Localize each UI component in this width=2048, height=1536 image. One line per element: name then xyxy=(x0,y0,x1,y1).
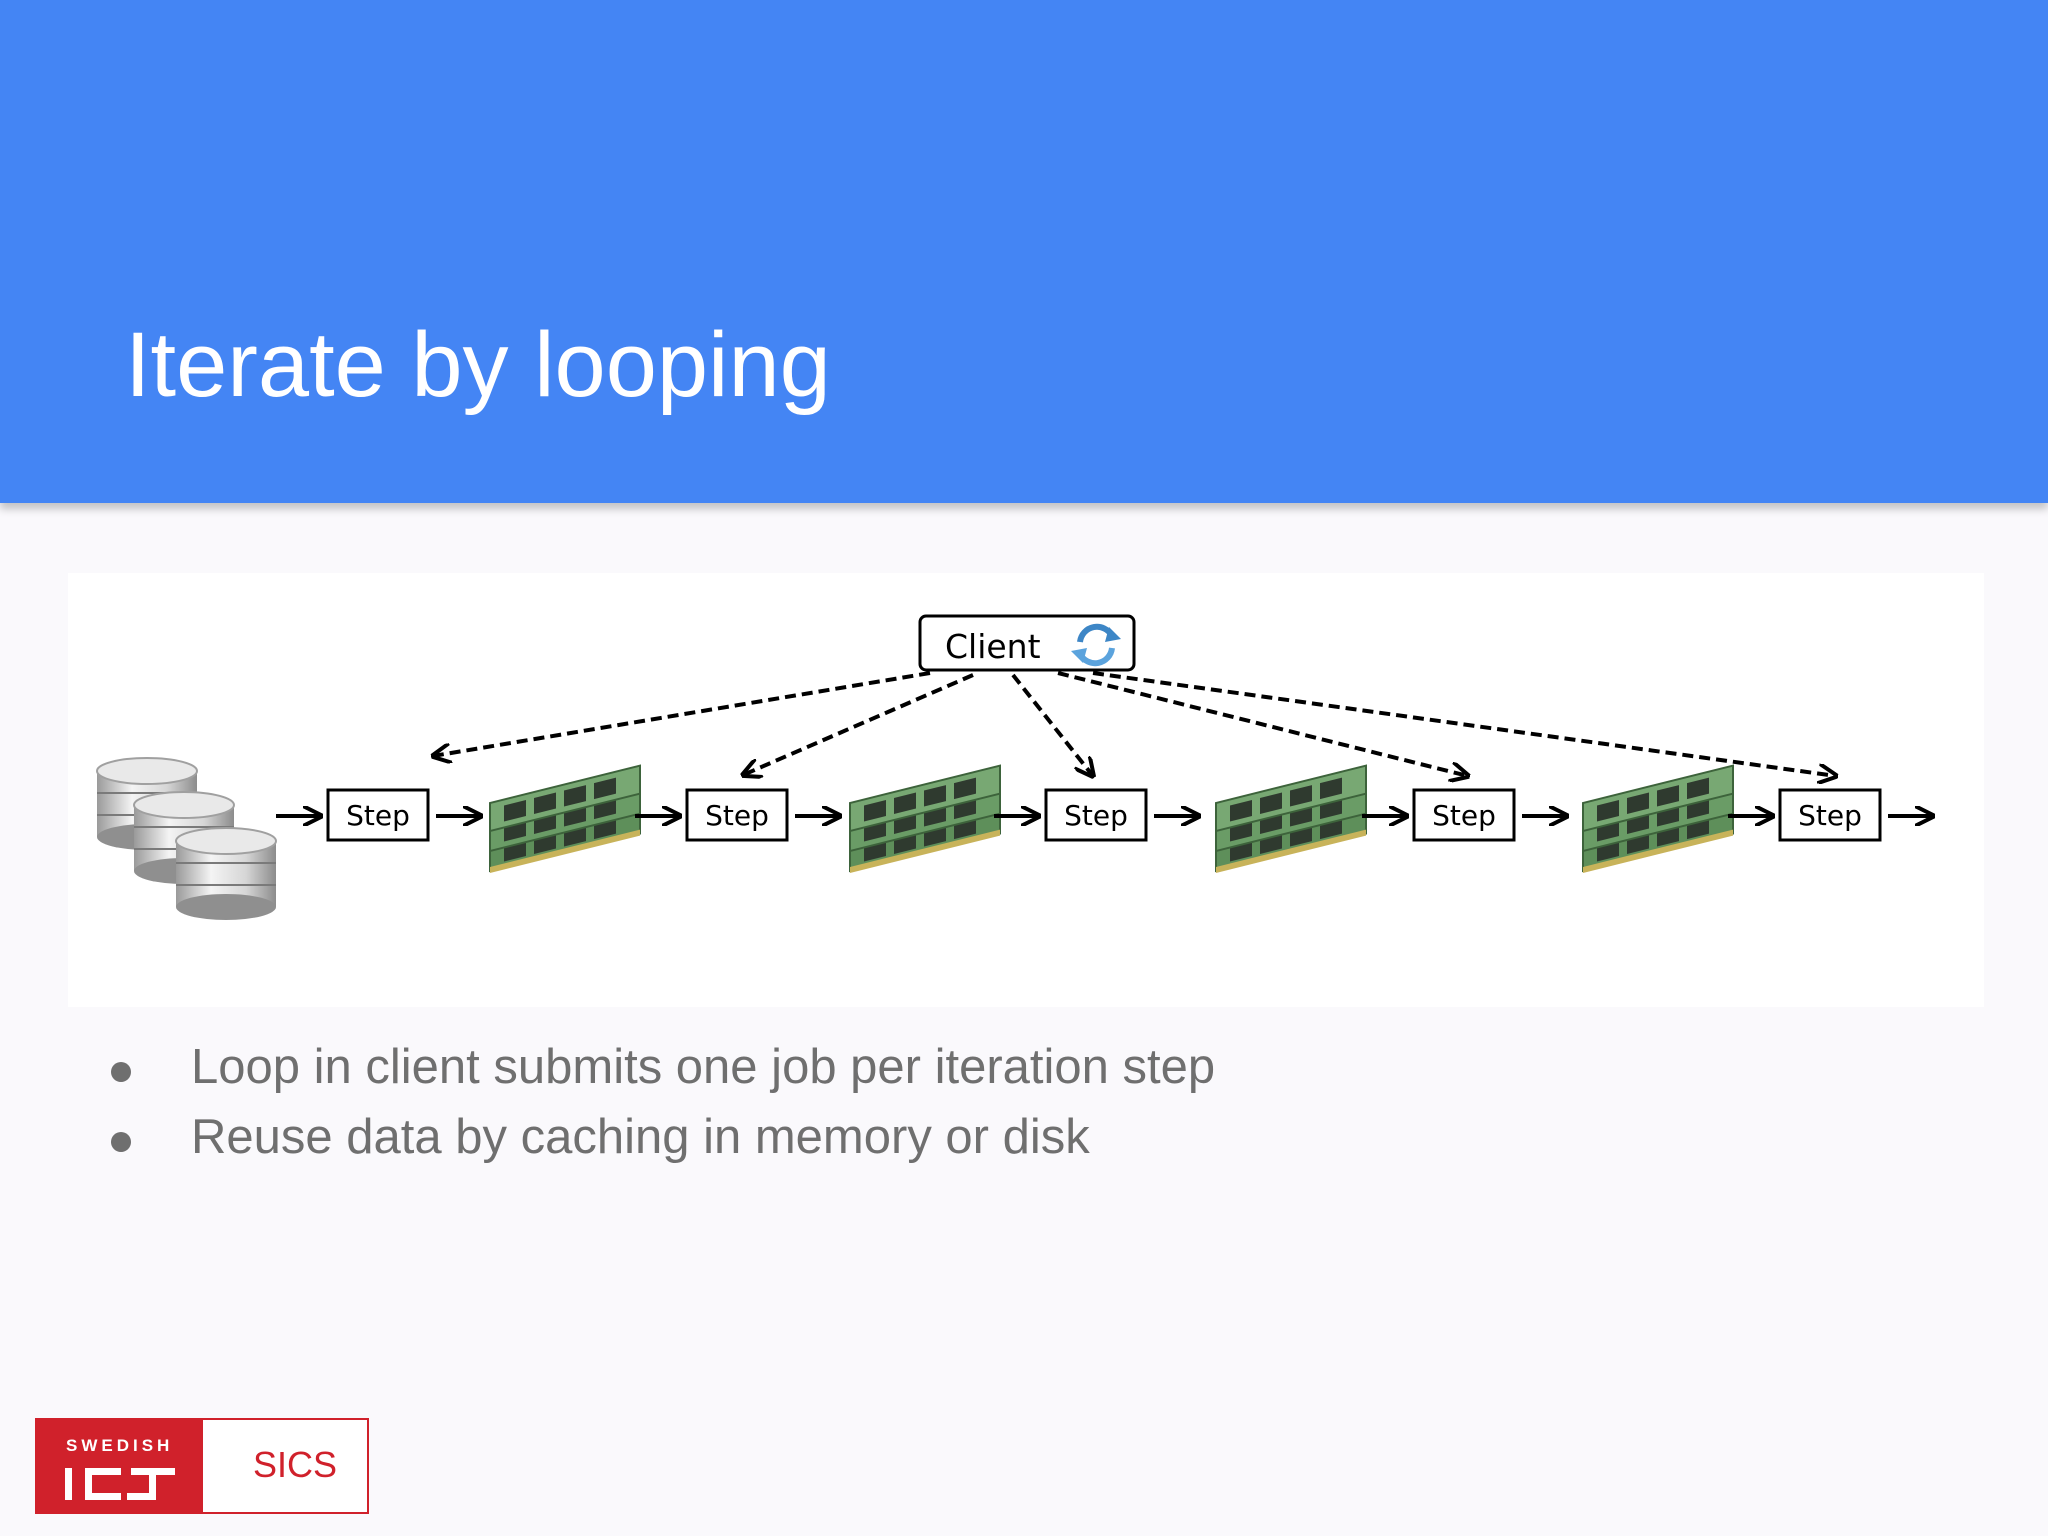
step-box xyxy=(1044,788,1148,842)
ram-icon xyxy=(489,764,641,874)
step-label: Step xyxy=(705,799,769,832)
step-box xyxy=(326,788,430,842)
iteration-diagram: Client Step Step xyxy=(96,614,1984,921)
step-label: Step xyxy=(1798,799,1862,832)
step-box xyxy=(1412,788,1516,842)
bullet-list: Loop in client submits one job per itera… xyxy=(105,1032,1215,1172)
client-arrow-5 xyxy=(1092,671,1836,776)
slide-title: Iterate by looping xyxy=(125,314,831,416)
step-label: Step xyxy=(1432,799,1496,832)
step-label: Step xyxy=(1064,799,1128,832)
ict-logo-icon xyxy=(65,1468,175,1500)
client-arrow-2 xyxy=(743,673,974,775)
client-label: Client xyxy=(945,627,1041,666)
step-label: Step xyxy=(346,799,410,832)
title-bar: Iterate by looping xyxy=(0,0,2048,503)
step-box xyxy=(685,788,789,842)
refresh-icon xyxy=(1071,623,1121,667)
client-arrow-4 xyxy=(1057,671,1468,776)
database-icon xyxy=(96,757,277,921)
step-box xyxy=(1778,788,1882,842)
bullet-text: Reuse data by caching in memory or disk xyxy=(191,1110,1090,1164)
swedish-ict-sics-logo: SWEDISH SICS xyxy=(35,1418,369,1514)
ram-icon xyxy=(849,764,1001,874)
bullet-item: Reuse data by caching in memory or disk xyxy=(105,1102,1215,1172)
logo-swedish-text: SWEDISH xyxy=(66,1436,174,1455)
logo-red-block: SWEDISH xyxy=(37,1420,203,1512)
bullet-icon xyxy=(111,1062,131,1082)
bullet-item: Loop in client submits one job per itera… xyxy=(105,1032,1215,1102)
ram-icon xyxy=(1215,764,1367,874)
bullet-icon xyxy=(111,1132,131,1152)
client-arrow-1 xyxy=(433,671,931,756)
client-arrow-3 xyxy=(1011,673,1093,776)
diagram-panel: Client Step Step xyxy=(68,573,1984,1007)
logo-sics-text: SICS xyxy=(253,1444,338,1485)
ram-icon xyxy=(1582,764,1734,874)
bullet-text: Loop in client submits one job per itera… xyxy=(191,1040,1216,1094)
